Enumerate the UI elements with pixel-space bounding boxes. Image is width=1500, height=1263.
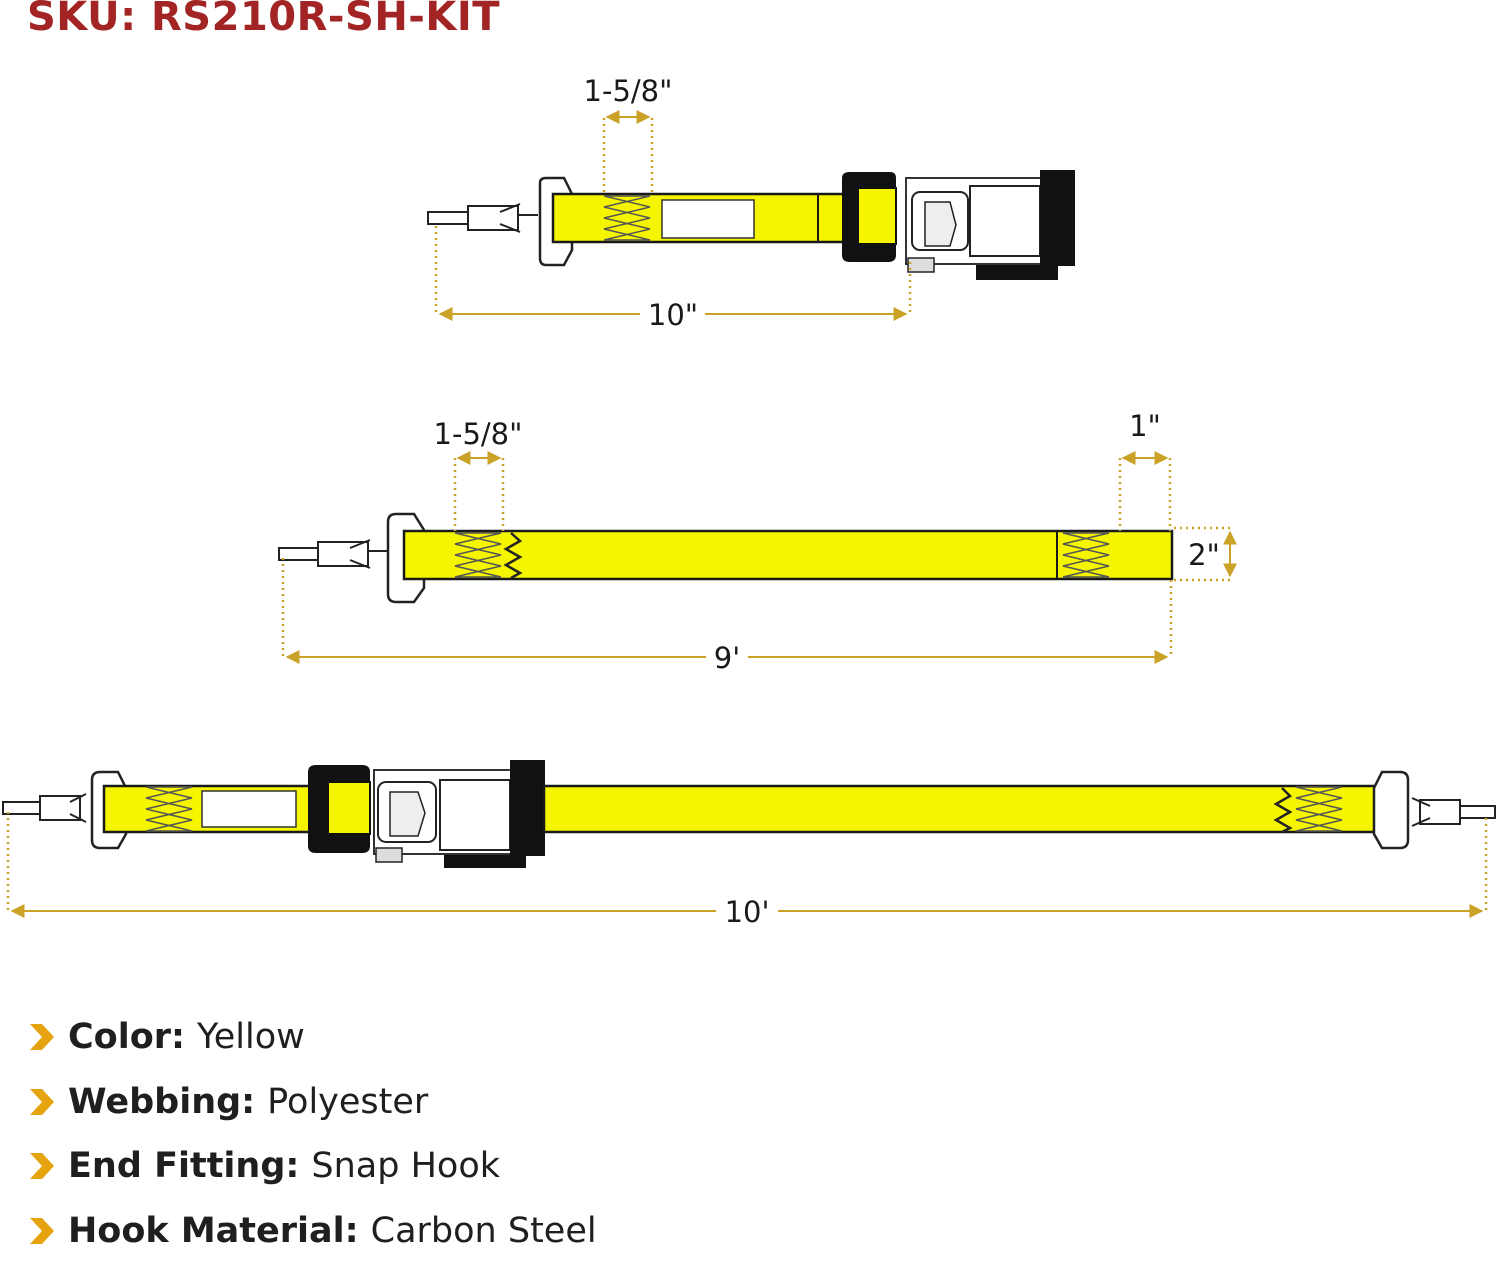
dim-label: 1" [1129,409,1161,443]
spec-value: Snap Hook [311,1146,500,1186]
spec-key: Color: [68,1017,185,1057]
spec-value: Polyester [267,1082,428,1122]
dim-label: 10' [725,895,770,929]
dim-label: 10" [648,298,698,332]
d-ring-icon [1374,772,1408,848]
dimension-2in: 2" [1174,528,1232,580]
snap-hook-icon [1412,798,1495,826]
spec-item-color: Color: Yellow [28,1005,597,1070]
dim-label: 2" [1188,538,1220,572]
snap-hook-icon [428,204,538,232]
dimension-1-5-8-middle: 1-5/8" [434,417,523,531]
label-patch [202,791,296,827]
assembled-kit-strap: 10' [3,760,1495,929]
spec-value: Yellow [197,1017,305,1057]
label-patch [662,200,754,238]
dim-label: 1-5/8" [434,417,523,451]
ratchet-buckle-icon [842,170,1075,280]
dimension-1in: 1" [1120,409,1170,531]
ratchet-buckle-icon [308,760,545,868]
dim-label: 1-5/8" [584,74,673,108]
snap-hook-icon [279,540,388,568]
spec-key: End Fitting: [68,1146,299,1186]
chevron-right-icon [28,1085,68,1119]
spec-key: Webbing: [68,1082,255,1122]
snap-hook-icon [3,794,86,822]
chevron-right-icon [28,1020,68,1054]
webbing-long [544,786,1392,832]
dim-label: 9' [714,641,740,675]
chevron-right-icon [28,1214,68,1248]
short-end-ratchet-strap: 1-5/8" 10" [428,74,1075,332]
spec-value: Carbon Steel [371,1211,597,1251]
spec-item-end-fitting: End Fitting: Snap Hook [28,1134,597,1199]
long-end-strap: 1-5/8" 1" 2" 9' [279,409,1232,675]
chevron-right-icon [28,1149,68,1183]
spec-item-hook-material: Hook Material: Carbon Steel [28,1199,597,1263]
spec-list: Color: Yellow Webbing: Polyester End Fit… [28,1005,597,1263]
dimension-1-5-8-top: 1-5/8" [584,74,673,194]
spec-item-webbing: Webbing: Polyester [28,1070,597,1135]
strap-dimension-diagram: 1-5/8" 10" 1-5/8" [0,0,1500,990]
spec-key: Hook Material: [68,1211,359,1251]
